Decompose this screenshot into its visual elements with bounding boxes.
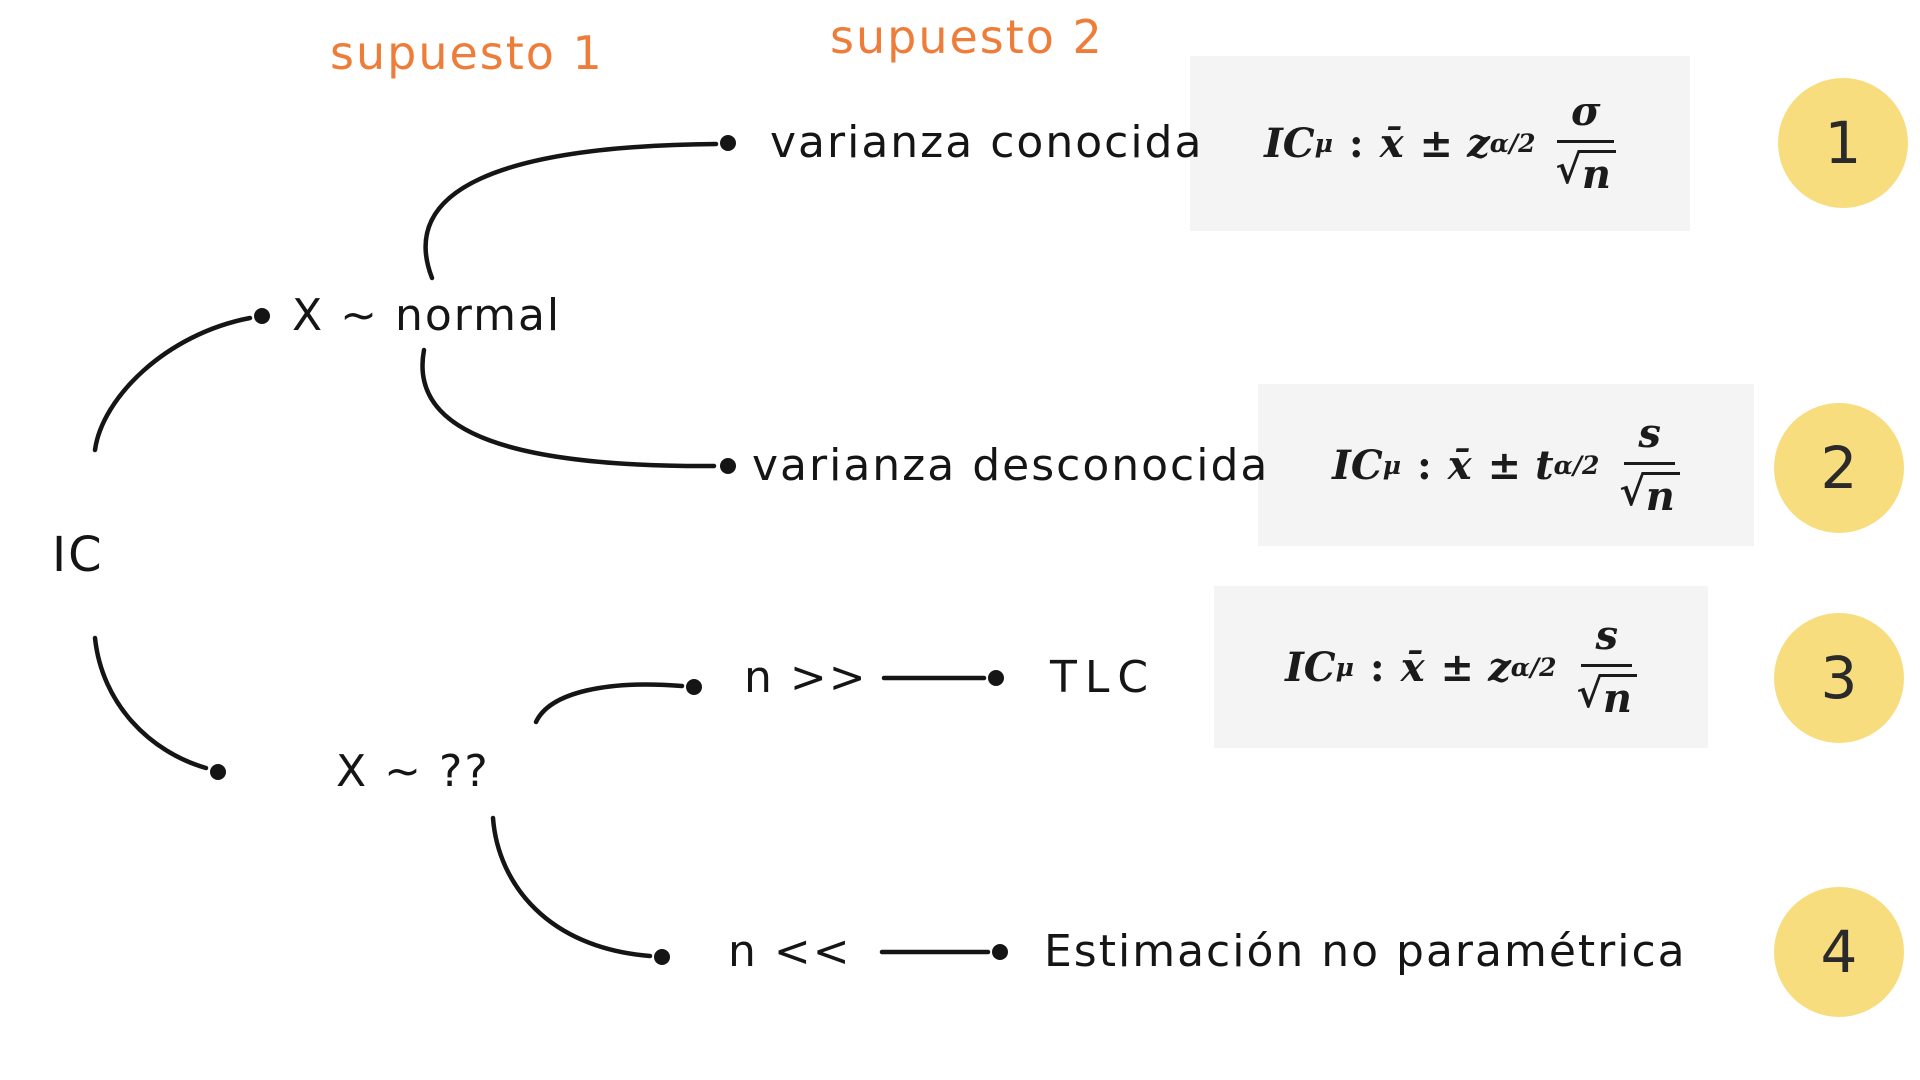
edge-normal-to-conocida [423, 141, 719, 281]
formula3-colon: : [1369, 643, 1385, 691]
root-node-ic: IC [52, 527, 104, 583]
formula2-plus-minus: ± [1487, 441, 1522, 489]
dot-noparam [992, 944, 1008, 960]
formula2-stat: t [1535, 441, 1554, 489]
formula1-ic-sub: μ [1314, 129, 1333, 158]
formula3-ic-sub: μ [1335, 652, 1354, 682]
formula2-colon: : [1417, 441, 1432, 489]
formula1-numerator: σ [1556, 92, 1615, 143]
formula3-stat-sub: α/2 [1510, 652, 1557, 682]
dot-conocida [720, 135, 736, 151]
formula3-fraction: s √n [1576, 615, 1637, 719]
edge-unknown-to-nlarge [533, 682, 685, 725]
formula2-denominator: n [1642, 471, 1680, 517]
formula3-ic: IC [1285, 643, 1336, 691]
formula1-stat-sub: α/2 [1489, 129, 1536, 158]
header-supuesto-1: supuesto 1 [330, 26, 604, 80]
node-n-large: n >> [744, 652, 868, 703]
formula2-stat-sub: α/2 [1553, 450, 1600, 480]
edge-ic-to-unknown [92, 635, 209, 771]
dot-desconocida [720, 458, 736, 474]
dot-tlc [988, 670, 1004, 686]
formula1-radical: √ [1555, 146, 1582, 193]
edge-unknown-to-nsmall [490, 815, 653, 959]
formula2-mean: x̄ [1447, 441, 1472, 489]
badge-4: 4 [1774, 887, 1904, 1017]
formula2-ic: IC [1332, 441, 1383, 489]
formula3-denominator: n [1599, 673, 1637, 719]
formula3-plus-minus: ± [1440, 643, 1475, 691]
dot-unknown [210, 764, 226, 780]
edge-normal-to-desconocida [420, 347, 717, 469]
formula3-numerator: s [1581, 615, 1632, 667]
badge-2: 2 [1774, 403, 1904, 533]
node-estimacion-no-parametrica: Estimación no paramétrica [1044, 926, 1687, 977]
node-tlc: TLC [1050, 652, 1157, 703]
node-x-unknown: X ~ ?? [336, 746, 490, 797]
node-varianza-desconocida: varianza desconocida [752, 440, 1270, 491]
formula1-stat: z [1467, 120, 1490, 167]
formula2-ic-sub: μ [1382, 450, 1402, 480]
edge-ic-to-normal [92, 315, 253, 453]
formula1-denominator: n [1578, 150, 1616, 195]
formula2-radical: √ [1619, 467, 1646, 515]
formula3-radical: √ [1576, 669, 1603, 717]
formula2-numerator: s [1624, 413, 1675, 465]
formula1-plus-minus: ± [1419, 120, 1454, 167]
badge-1: 1 [1778, 78, 1908, 208]
node-x-normal: X ~ normal [292, 290, 562, 341]
dot-nsmall [654, 949, 670, 965]
dot-normal [254, 308, 270, 324]
formula1-fraction: σ √n [1556, 92, 1616, 195]
badge-3: 3 [1774, 613, 1904, 743]
formula1-mean: x̄ [1379, 120, 1404, 167]
header-supuesto-2: supuesto 2 [830, 10, 1104, 64]
formula1-colon: : [1348, 120, 1364, 167]
formula1-ic: IC [1264, 120, 1315, 167]
node-n-small: n << [728, 926, 852, 977]
formula3-stat: z [1488, 643, 1511, 691]
node-varianza-conocida: varianza conocida [770, 117, 1204, 168]
formula2-fraction: s √n [1619, 413, 1680, 517]
formula3-mean: x̄ [1400, 643, 1425, 691]
dot-nlarge [686, 679, 702, 695]
